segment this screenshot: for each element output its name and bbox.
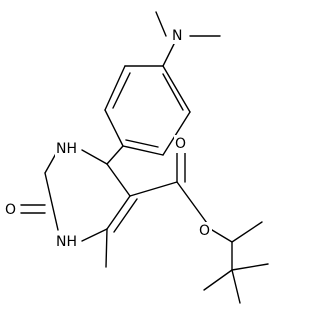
bond-ring-a-4	[104, 109, 124, 147]
bond-cq-methyl-right	[231, 263, 269, 271]
atom-label-o-ester-carbonyl: O	[175, 136, 186, 152]
bond-ch-methyl	[231, 221, 263, 243]
bond-ring-a-5	[104, 65, 126, 111]
bond-o-ester-ch	[211, 229, 233, 243]
bond-c2-n1	[44, 172, 59, 231]
atom-label-n-dimethylamino: N	[172, 28, 182, 44]
bond-ring-a-inner-2	[125, 139, 159, 148]
bond-n1-c6	[81, 228, 108, 242]
bond-c6-c5-double	[113, 198, 138, 233]
bond-cq-methyl-left	[203, 269, 233, 291]
bond-n-aryl	[162, 43, 175, 67]
bond-ring-a-2	[162, 111, 191, 156]
atom-label-o-ester: O	[199, 223, 210, 239]
bond-aryl-c4	[106, 145, 124, 165]
bond-ring-a-1	[162, 65, 191, 113]
molecule-svg: N NH NH O O O	[4, 11, 269, 304]
bond-c6-methyl	[105, 228, 108, 268]
atom-label-o-ring-carbonyl: O	[5, 202, 16, 218]
bond-c5-carbonyl-c	[129, 181, 178, 197]
atom-label-nh-upper: NH	[56, 141, 77, 157]
molecule-structure-drawing: N NH NH O O O	[4, 11, 269, 304]
atom-label-nh-lower: NH	[56, 234, 77, 250]
bond-n-methyl-left	[155, 11, 167, 37]
bond-ring-a-inner-3	[112, 72, 131, 109]
bond-ring-a-3	[122, 145, 164, 156]
bond-c5-c4	[106, 163, 131, 197]
bond-c6-c5	[106, 195, 131, 230]
bond-c4-n3	[81, 149, 108, 165]
bond-ring-a-inner-1	[162, 73, 184, 111]
bond-cq-methyl-down	[231, 269, 241, 304]
